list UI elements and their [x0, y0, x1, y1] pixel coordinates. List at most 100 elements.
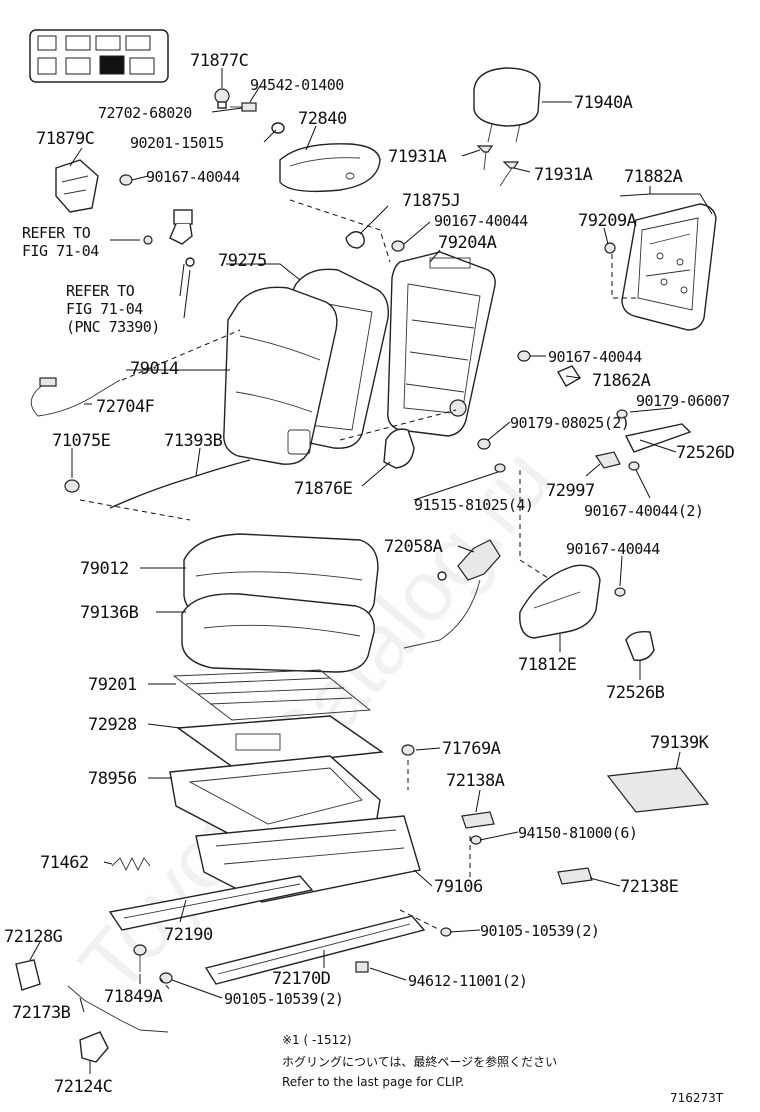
label-90167-40044-e: 90167-40044: [566, 540, 660, 558]
label-79209A: 79209A: [578, 211, 637, 231]
label-fig-71-04-1: FIG 71-04: [22, 242, 99, 260]
label-71393B: 71393B: [164, 431, 223, 451]
footnote-english: Refer to the last page for CLIP.: [282, 1075, 464, 1089]
label-71876E: 71876E: [294, 479, 353, 499]
part-94612: [355, 961, 369, 973]
part-71882A-back-board: [621, 203, 717, 331]
label-71931A-2: 71931A: [534, 165, 593, 185]
label-72702-68020: 72702-68020: [98, 104, 192, 122]
part-71393B: [109, 459, 251, 509]
seat-locator-icon: [29, 29, 169, 83]
label-72138A: 72138A: [446, 771, 505, 791]
leader-lines: [29, 68, 713, 1074]
label-71769A: 71769A: [442, 739, 501, 759]
label-refer-to-1: REFER TO: [22, 224, 91, 242]
part-72138A: [461, 811, 495, 829]
label-71877C: 71877C: [190, 51, 248, 71]
label-72173B: 72173B: [12, 1003, 71, 1023]
part-79204A-back-frame: [387, 251, 496, 437]
label-71879C: 71879C: [36, 129, 94, 149]
label-79204A: 79204A: [438, 233, 497, 253]
bolt-90105-b: [159, 972, 173, 984]
label-90179-08025: 90179-08025(2): [510, 414, 629, 432]
label-79014: 79014: [130, 359, 179, 379]
part-71879C: [55, 159, 99, 213]
label-72058A: 72058A: [384, 537, 443, 557]
part-72138E: [557, 867, 593, 885]
part-72702-68020: [230, 102, 257, 112]
label-79139K: 79139K: [650, 733, 710, 753]
label-pnc-73390: (PNC 73390): [66, 318, 160, 336]
part-71075E: [64, 479, 80, 493]
part-71812E-shield: [519, 564, 601, 639]
label-90167-40044-a: 90167-40044: [146, 168, 240, 186]
label-72526B: 72526B: [606, 683, 665, 703]
bolt-90167-e: [614, 587, 626, 597]
part-71940A-headrest: [473, 67, 541, 143]
label-78956: 78956: [88, 769, 137, 789]
label-72190: 72190: [164, 925, 213, 945]
label-72170D: 72170D: [272, 969, 331, 989]
part-72058A: [403, 539, 501, 649]
part-72190-rail: [108, 875, 314, 931]
part-72997: [595, 451, 621, 469]
label-90167-40044-d: 90167-40044(2): [584, 502, 703, 520]
part-72840-armrest: [279, 143, 381, 193]
part-71875J: [345, 231, 365, 249]
part-71849A: [133, 944, 147, 972]
label-72526D: 72526D: [676, 443, 735, 463]
bolt-90167-a: [119, 174, 133, 186]
label-90105-10539-a: 90105-10539(2): [480, 922, 599, 940]
footnotes: ※1 ( -1512) ホグリングについては、最終ページを参照ください Refe…: [282, 1033, 724, 1105]
bolts-recliner: [477, 409, 640, 473]
label-71931A-1: 71931A: [388, 147, 447, 167]
label-72138E: 72138E: [620, 877, 679, 897]
part-72173B-rod: [67, 985, 169, 1033]
part-71931A-guides: [476, 145, 520, 187]
part-number-labels: 71877C 94542-01400 72702-68020 72840 719…: [4, 51, 735, 1097]
label-90201-15015: 90201-15015: [130, 134, 224, 152]
part-71462-spring: [111, 856, 151, 872]
part-79014-back-cover: [223, 286, 338, 465]
label-refer-to-2: REFER TO: [66, 282, 135, 300]
label-79012: 79012: [80, 559, 129, 579]
label-90105-10539-b: 90105-10539(2): [224, 990, 343, 1008]
label-72840: 72840: [298, 109, 347, 129]
label-71875J: 71875J: [402, 191, 460, 211]
label-72704F: 72704F: [96, 397, 155, 417]
label-72128G: 72128G: [4, 927, 63, 947]
part-72124C: [79, 1031, 109, 1063]
label-71075E: 71075E: [52, 431, 111, 451]
label-79106: 79106: [434, 877, 483, 897]
label-79136B: 79136B: [80, 603, 139, 623]
part-72170D-rail: [204, 915, 426, 985]
label-94150-81000: 94150-81000(6): [518, 824, 637, 842]
label-90179-06007: 90179-06007: [636, 392, 730, 410]
seat-belt-buckle: [143, 209, 195, 267]
part-79201-spring: [172, 669, 372, 721]
part-79136B-cushion-pad: [181, 593, 375, 673]
part-72526B: [625, 630, 655, 661]
bolt-90105-a: [440, 927, 452, 937]
label-71849A: 71849A: [104, 987, 163, 1007]
label-91515-81025: 91515-81025(4): [414, 496, 533, 514]
part-71769A: [401, 744, 415, 756]
part-72128G: [15, 959, 41, 991]
label-71812E: 71812E: [518, 655, 577, 675]
label-72928: 72928: [88, 715, 137, 735]
label-71882A: 71882A: [624, 167, 683, 187]
part-71876E: [383, 428, 415, 469]
label-94612-11001: 94612-11001(2): [408, 972, 527, 990]
label-71862A: 71862A: [592, 371, 651, 391]
part-72928-pan: [176, 715, 384, 769]
label-72997: 72997: [546, 481, 595, 501]
part-79139K: [606, 767, 710, 813]
bolt-90167-b: [391, 240, 405, 252]
bolt-90167-c: [517, 350, 531, 362]
label-79275: 79275: [218, 251, 267, 271]
part-72704F-cable: [30, 377, 121, 417]
clip-79209A: [604, 242, 616, 254]
label-90167-40044-b: 90167-40044: [434, 212, 528, 230]
label-fig-71-04-2: FIG 71-04: [66, 300, 143, 318]
